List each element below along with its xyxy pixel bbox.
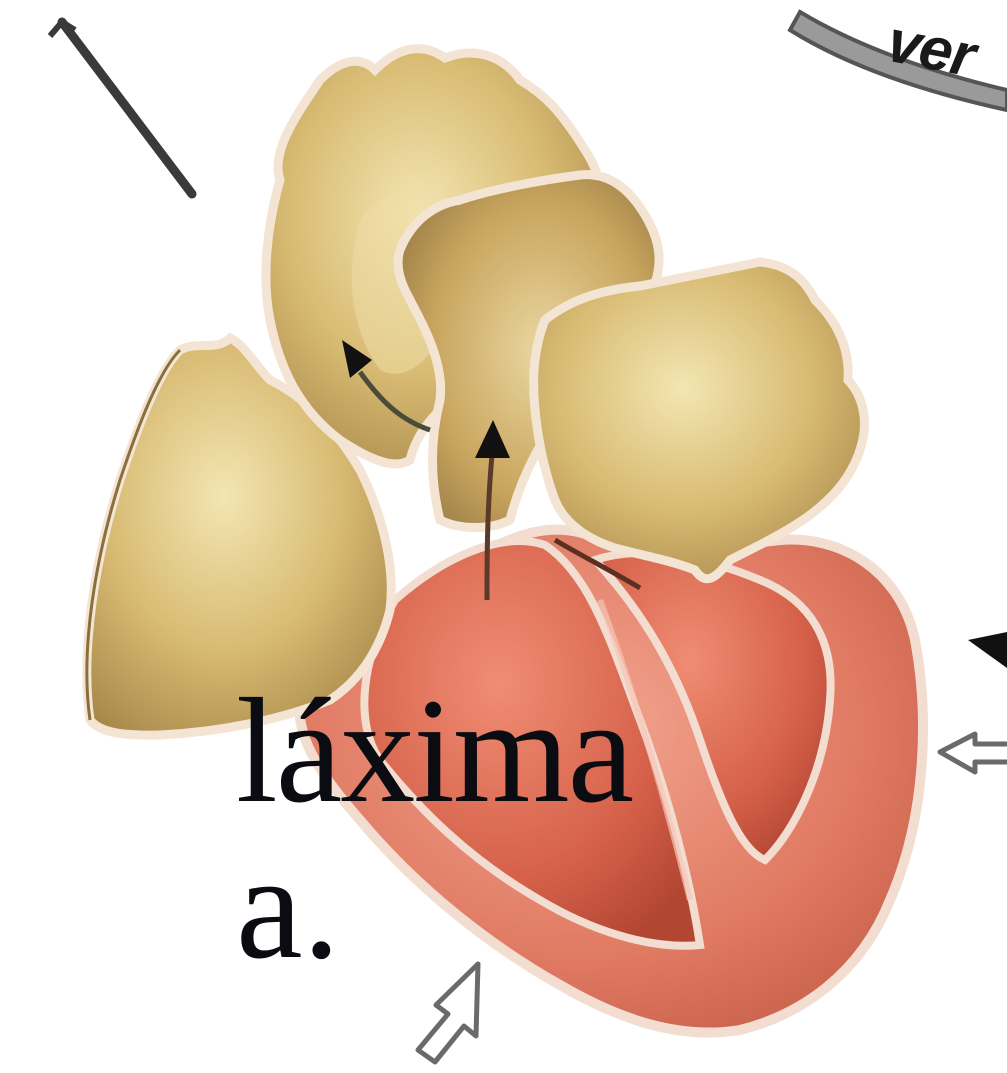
caption-line-2: a. — [236, 832, 340, 982]
pointer-arrow-icon — [50, 22, 192, 194]
caption-line-1: láxima — [236, 676, 632, 826]
left-atrium — [534, 262, 865, 579]
outline-arrow-icon — [418, 964, 478, 1062]
outline-arrow-icon — [940, 734, 1007, 772]
pointer-arrow-icon — [968, 632, 1007, 668]
